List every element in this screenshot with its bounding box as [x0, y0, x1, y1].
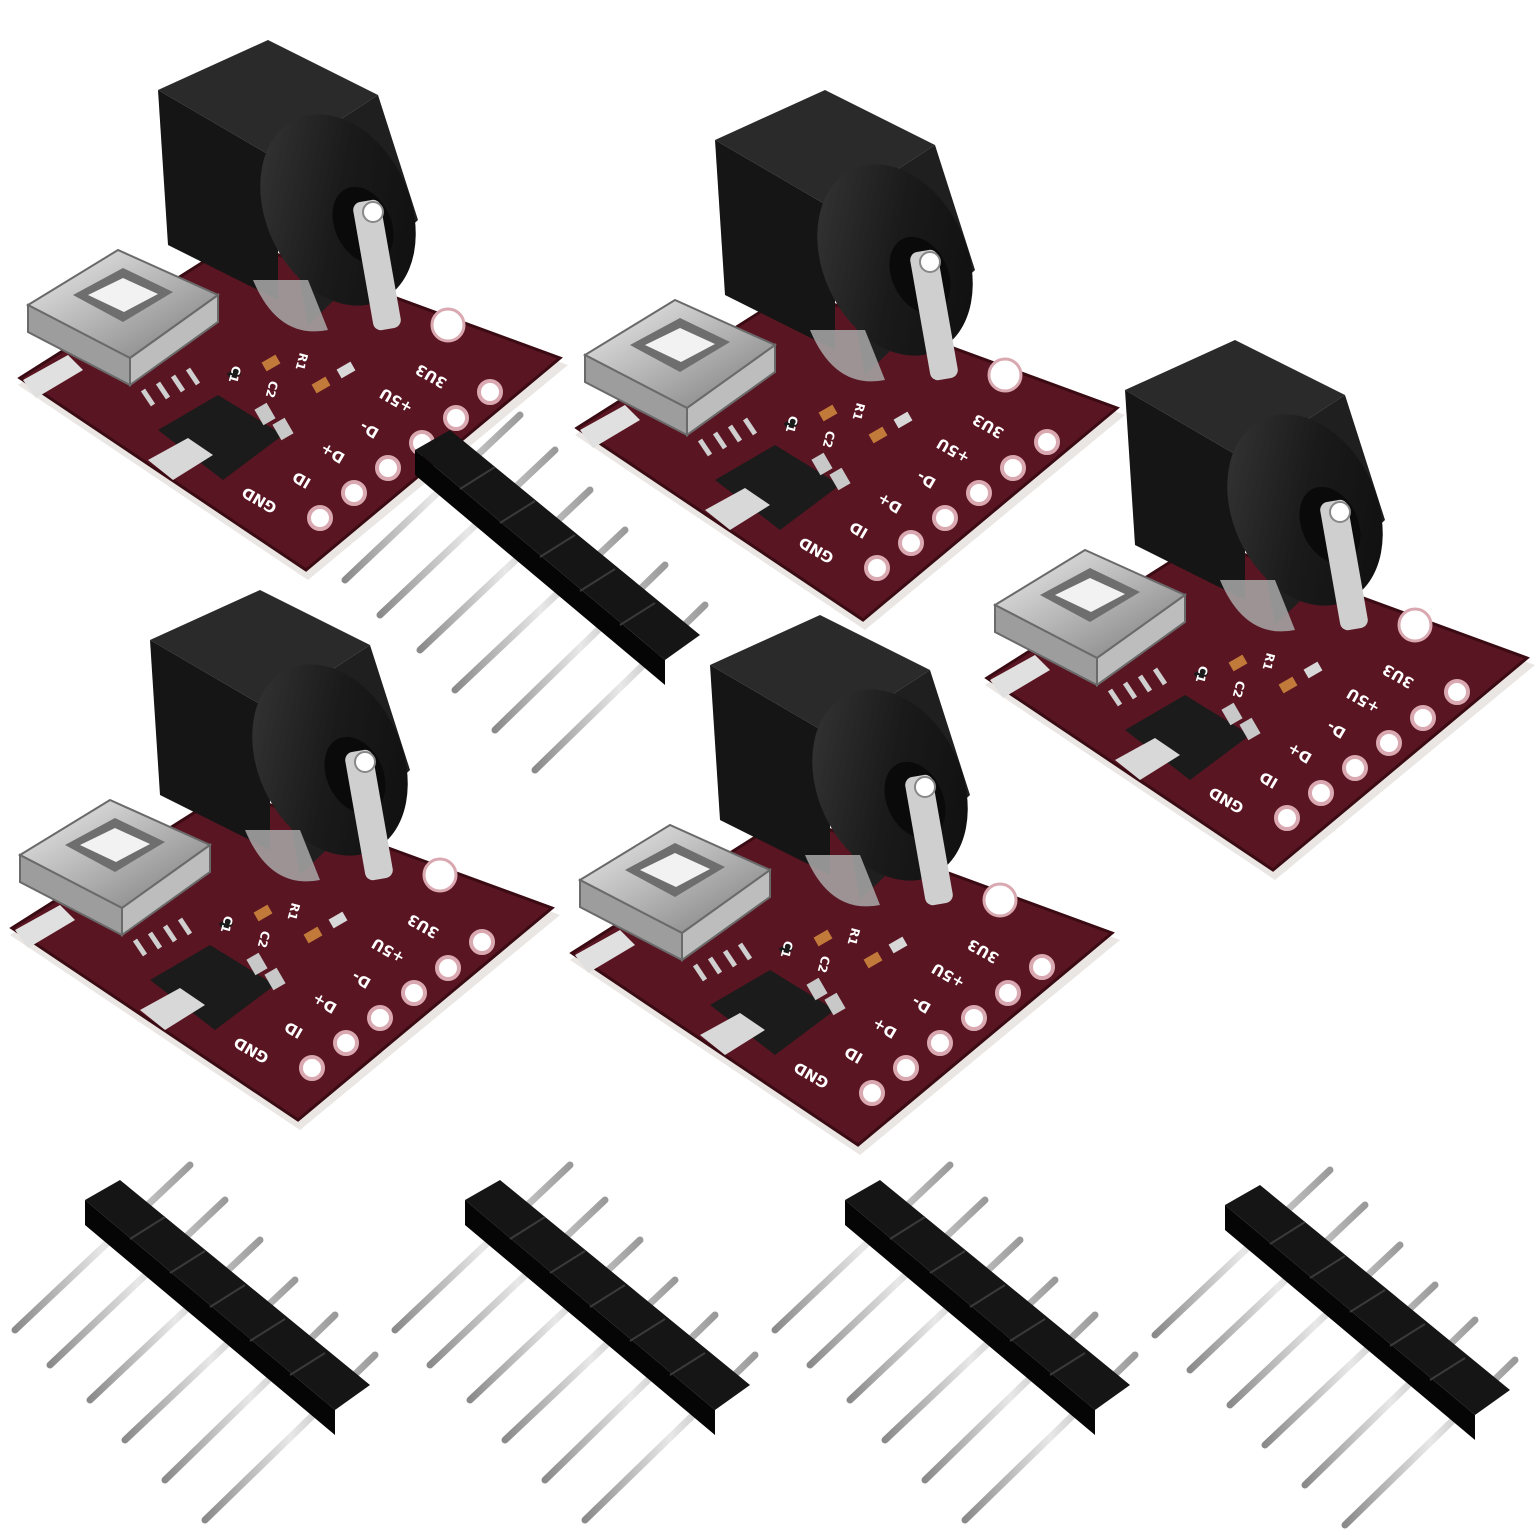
breakout-board-1: 3U3 +5U D- D+ ID GND [18, 40, 568, 580]
breakout-board-3: 3U3 +5U D- D+ ID GND [985, 340, 1535, 880]
breakout-board-2: 3U3 +5U D- D+ ID GND [575, 90, 1125, 630]
pin-header-2 [15, 1165, 375, 1520]
pin-header-4 [775, 1165, 1135, 1520]
breakout-board-5: 3U3 +5U D- D+ ID GND [570, 615, 1120, 1155]
pin-header-3 [395, 1165, 755, 1520]
breakout-board-4: 3U3 +5U D- D+ ID GND [10, 590, 560, 1130]
pin-header-5 [1155, 1170, 1515, 1525]
